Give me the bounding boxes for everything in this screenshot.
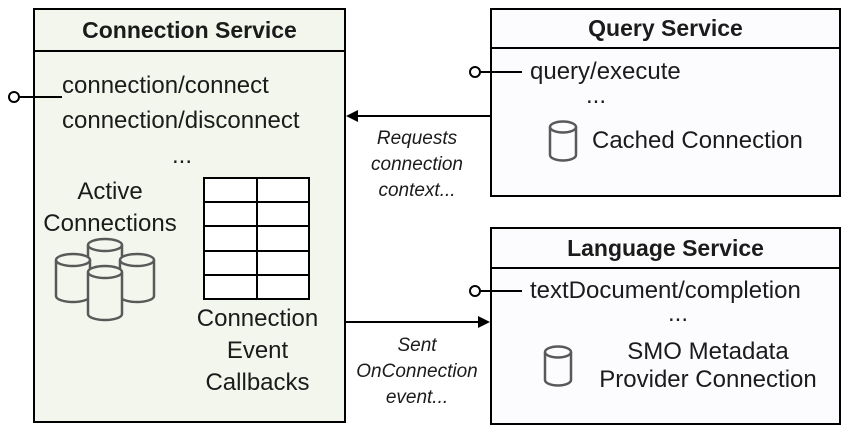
arrow-head-left-icon (346, 110, 358, 122)
cached-connection-label: Cached Connection (592, 127, 803, 154)
connection-service-title: Connection Service (35, 10, 344, 52)
lollipop-stem (20, 96, 62, 98)
lollipop-circle (469, 285, 481, 297)
lollipop-stem (481, 290, 522, 292)
arrow-head-right-icon (478, 316, 490, 328)
query-methods-ellipsis: ... (585, 82, 606, 109)
database-icon (543, 345, 573, 387)
language-service-title: Language Service (492, 229, 839, 269)
connection-service-box: Connection Service connection/connect co… (33, 8, 346, 423)
callback-table-grid (203, 177, 310, 300)
query-service-title: Query Service (492, 10, 839, 49)
table-cell (205, 275, 256, 298)
method-connection-disconnect: connection/disconnect (62, 107, 300, 134)
arrow-line (346, 321, 480, 323)
language-methods-ellipsis: ... (667, 300, 688, 327)
table-cell (257, 227, 308, 250)
database-icon (548, 120, 578, 162)
language-service-box: Language Service textDocument/completion… (490, 227, 841, 425)
lollipop-stem (481, 71, 522, 73)
cached-connection-row: Cached Connection (548, 119, 803, 163)
query-service-box: Query Service query/execute ... Cached C… (490, 8, 841, 197)
requests-arrow-label: Requests connection context... (371, 128, 463, 201)
active-connections-label: Active Connections (43, 178, 177, 237)
table-cell (257, 179, 308, 202)
table-cell (257, 275, 308, 298)
methods-ellipsis: ... (171, 142, 192, 169)
connection-event-callbacks-label: Connection Event Callbacks (196, 305, 319, 396)
table-cell (257, 203, 308, 226)
table-cell (205, 251, 256, 274)
table-cell (205, 179, 256, 202)
database-cluster-icon (54, 237, 156, 322)
table-cell (205, 203, 256, 226)
method-connection-connect: connection/connect (62, 72, 269, 99)
table-cell (205, 227, 256, 250)
smo-metadata-provider-label: SMO Metadata Provider Connection (599, 338, 817, 393)
method-query-execute: query/execute (530, 58, 681, 85)
smo-metadata-row: SMO Metadata Provider Connection (543, 338, 831, 394)
lollipop-circle (469, 66, 481, 78)
connection-method-list: connection/connect connection/disconnect… (62, 68, 302, 173)
table-cell (257, 251, 308, 274)
arrow-line (352, 115, 490, 117)
method-textdocument-completion: textDocument/completion (530, 277, 801, 304)
lollipop-circle (8, 91, 20, 103)
sent-arrow-label: Sent OnConnection event... (356, 335, 478, 408)
